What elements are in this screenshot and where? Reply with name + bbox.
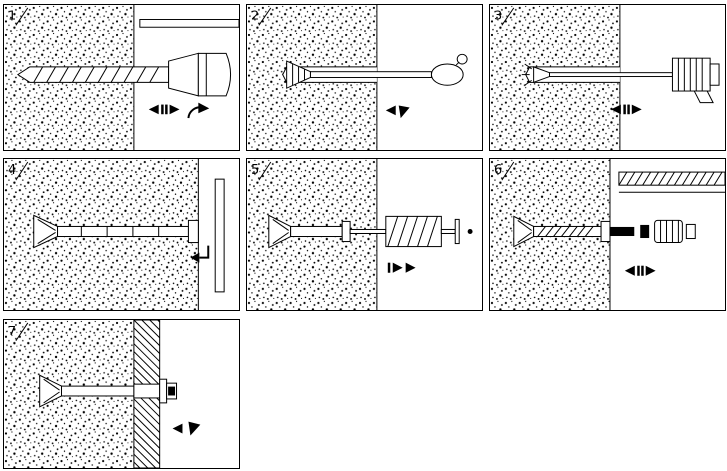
inject-arrows-icon xyxy=(387,262,416,273)
hammer-drill-icon xyxy=(16,52,232,97)
tighten-arrows-icon xyxy=(172,421,201,436)
step-panel-brush-hole: 2 xyxy=(246,4,483,151)
panel-number: 1 xyxy=(8,7,29,26)
panel-number: 4 xyxy=(8,161,29,181)
pump-arrows-icon xyxy=(610,104,642,115)
threaded-rod-icon xyxy=(609,224,650,239)
step-6-illustration: 6 xyxy=(490,159,725,310)
setting-plate-icon xyxy=(214,178,225,293)
panel-number-label: 4 xyxy=(8,163,16,178)
rotate-arrow-icon xyxy=(187,102,210,119)
panel-number: 5 xyxy=(251,161,272,181)
blow-out-pump-icon xyxy=(521,57,720,104)
step-4-illustration: 4 xyxy=(4,159,225,310)
rotate-pull-arrow-icon xyxy=(385,105,410,119)
panel-number: 6 xyxy=(494,161,515,181)
step-panel-insert-rod: 6 xyxy=(489,158,726,311)
panel-number-label: 1 xyxy=(8,8,16,23)
step-5-illustration: 5 xyxy=(247,159,473,310)
hole-brush-icon xyxy=(286,53,468,89)
step-panel-drill-hole: 1 xyxy=(3,4,240,151)
step-panel-inject-resin: 5 xyxy=(246,158,483,311)
panel-number-label: 6 xyxy=(494,163,502,178)
resin-filled-sleeve-icon xyxy=(513,215,611,248)
step-3-illustration: 3 xyxy=(490,5,720,150)
step-panel-blow-out: 3 xyxy=(489,4,726,151)
embedment-gauge-icon xyxy=(618,171,725,193)
anchored-bolt-icon xyxy=(39,374,178,408)
anchor-sleeve-icon xyxy=(33,214,199,249)
panel-number: 2 xyxy=(251,7,272,26)
step-panel-insert-sleeve: 4 xyxy=(3,158,240,311)
hex-nut-icon xyxy=(654,219,696,244)
depth-gauge-icon xyxy=(139,19,239,28)
hammer-arrows-icon xyxy=(148,104,180,115)
step-2-illustration: 2 xyxy=(247,5,468,150)
panel-number-label: 2 xyxy=(251,8,259,23)
panel-number-label: 5 xyxy=(251,163,259,178)
step-1-illustration: 1 xyxy=(4,5,239,150)
push-arrows-icon xyxy=(624,265,656,276)
panel-number: 7 xyxy=(8,322,29,341)
injection-gun-icon xyxy=(349,215,473,248)
step-panel-tighten-fixture: 7 xyxy=(3,319,240,469)
panel-number-label: 3 xyxy=(494,8,502,23)
panel-number: 3 xyxy=(494,7,515,26)
push-flush-arrow-icon xyxy=(190,245,210,263)
step-7-illustration: 7 xyxy=(4,320,201,468)
panel-number-label: 7 xyxy=(8,324,16,339)
